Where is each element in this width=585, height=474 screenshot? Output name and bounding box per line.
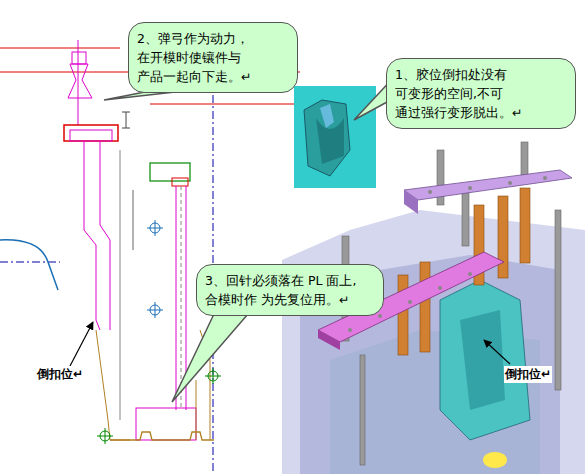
callout-tail <box>172 314 248 402</box>
callout-bubble: 1、胶位倒扣处没有 可变形的空间,不可 通过强行变形脱出。↵ <box>386 58 576 129</box>
callout-text: 3、回针必须落在 PL 面上,合模时作 为先复位用。↵ <box>205 271 375 309</box>
callout-text: 2、弹弓作为动力， 在开模时使镶件与 产品一起向下走。↵ <box>137 29 289 86</box>
callout-bubble: 2、弹弓作为动力， 在开模时使镶件与 产品一起向下走。↵ <box>128 22 298 93</box>
callout-text: 1、胶位倒扣处没有 可变形的空间,不可 通过强行变形脱出。↵ <box>395 65 567 122</box>
callout-bubble: 3、回针必须落在 PL 面上,合模时作 为先复位用。↵ <box>196 264 384 316</box>
part-label: 倒扣位↵ <box>504 366 552 383</box>
part-label: 倒扣位↵ <box>36 366 84 383</box>
callout-tail <box>354 84 388 121</box>
